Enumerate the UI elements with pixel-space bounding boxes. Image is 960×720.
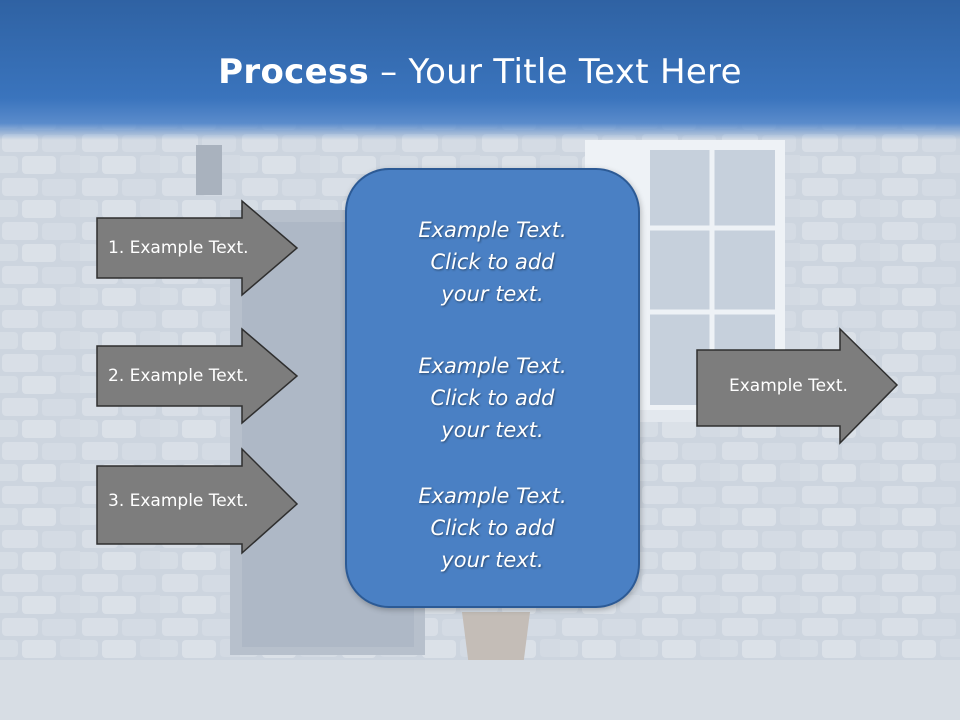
arrow-shape [96,327,299,425]
arrow-shape [696,327,899,445]
center-content-box[interactable]: Example Text. Click to add your text. Ex… [345,168,640,608]
title-bar: Process – Your Title Text Here [0,0,960,140]
left-arrow-3[interactable]: 3. Example Text. [96,447,299,555]
title-bold: Process [218,52,370,92]
left-arrow-3-label: 3. Example Text. [108,491,249,511]
left-arrow-1-label: 1. Example Text. [108,238,249,258]
arrow-shape [96,199,299,297]
center-text-1[interactable]: Example Text. Click to add your text. [418,218,567,306]
left-arrow-2[interactable]: 2. Example Text. [96,327,299,425]
slide-title[interactable]: Process – Your Title Text Here [0,52,960,92]
center-text-2[interactable]: Example Text. Click to add your text. [418,354,567,442]
title-rest: – Your Title Text Here [369,52,742,92]
left-arrow-1[interactable]: 1. Example Text. [96,199,299,297]
arrow-shape [96,447,299,555]
right-arrow-label: Example Text. [729,376,848,396]
center-text-3[interactable]: Example Text. Click to add your text. [418,484,567,572]
left-arrow-2-label: 2. Example Text. [108,366,249,386]
right-arrow[interactable]: Example Text. [696,327,899,445]
